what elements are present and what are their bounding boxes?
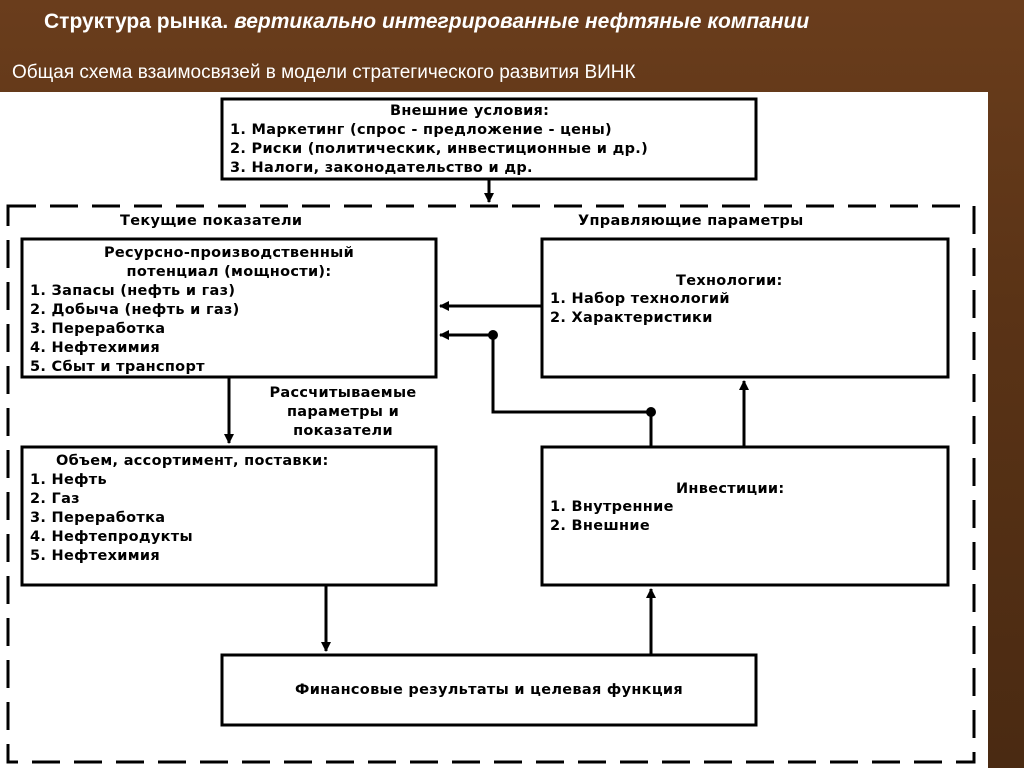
box-volume xyxy=(20,445,438,587)
slide-subtitle: Общая схема взаимосвязей в модели страте… xyxy=(12,62,636,83)
box-technology xyxy=(540,237,950,379)
financial-title: Финансовые результаты и целевая функция xyxy=(295,682,683,698)
resource-title-2: потенциал (мощности): xyxy=(126,264,332,280)
external-item-3: 3. Налоги, законодательство и др. xyxy=(230,160,533,176)
investment-item-1: 1. Внутренние xyxy=(550,499,674,515)
section-current-label: Текущие показатели xyxy=(116,212,307,231)
volume-title: Объем, ассортимент, поставки: xyxy=(56,453,329,469)
volume-item-2: 2. Газ xyxy=(30,491,80,507)
volume-item-1: 1. Нефть xyxy=(30,472,107,488)
diagram-lines xyxy=(6,97,976,764)
calculated-line-1: Рассчитываемые xyxy=(269,385,417,401)
junction-dot-1 xyxy=(488,330,498,340)
resource-item-4: 4. Нефтехимия xyxy=(30,340,160,356)
external-item-1: 1. Маркетинг (спрос - предложение - цены… xyxy=(230,122,612,138)
external-item-2: 2. Риски (политическик, инвестиционные и… xyxy=(230,141,648,157)
box-financial xyxy=(220,653,758,727)
box-resource xyxy=(20,237,438,379)
calculated-line-3: показатели xyxy=(293,423,393,439)
slide-title: Структура рынка. вертикально интегрирова… xyxy=(44,10,809,34)
resource-title-1: Ресурсно-производственный xyxy=(103,245,355,261)
resource-item-5: 5. Сбыт и транспорт xyxy=(30,359,205,375)
slide-title-plain: Структура рынка. xyxy=(44,10,229,33)
technology-title: Технологии: xyxy=(676,273,783,289)
dashed-boundary xyxy=(6,204,976,764)
external-title: Внешние условия: xyxy=(390,103,550,119)
investment-title: Инвестиции: xyxy=(676,481,785,497)
volume-item-4: 4. Нефтепродукты xyxy=(30,529,193,545)
resource-item-1: 1. Запасы (нефть и газ) xyxy=(30,283,236,299)
resource-item-3: 3. Переработка xyxy=(30,321,166,337)
technology-item-1: 1. Набор технологий xyxy=(550,291,730,307)
volume-item-3: 3. Переработка xyxy=(30,510,166,526)
slide-title-italic: вертикально интегрированные нефтяные ком… xyxy=(234,10,810,33)
junction-dot-2 xyxy=(646,407,656,417)
line-invest-to-resource xyxy=(491,335,653,447)
volume-item-5: 5. Нефтехимия xyxy=(30,548,160,564)
investment-item-2: 2. Внешние xyxy=(550,518,650,534)
resource-item-2: 2. Добыча (нефть и газ) xyxy=(30,302,240,318)
calculated-line-2: параметры и xyxy=(286,404,400,420)
technology-item-2: 2. Характеристики xyxy=(550,310,713,326)
diagram-canvas: Внешние условия: 1. Маркетинг (спрос - п… xyxy=(0,92,988,768)
box-external xyxy=(220,97,758,181)
section-control-label: Управляющие параметры xyxy=(574,212,808,231)
